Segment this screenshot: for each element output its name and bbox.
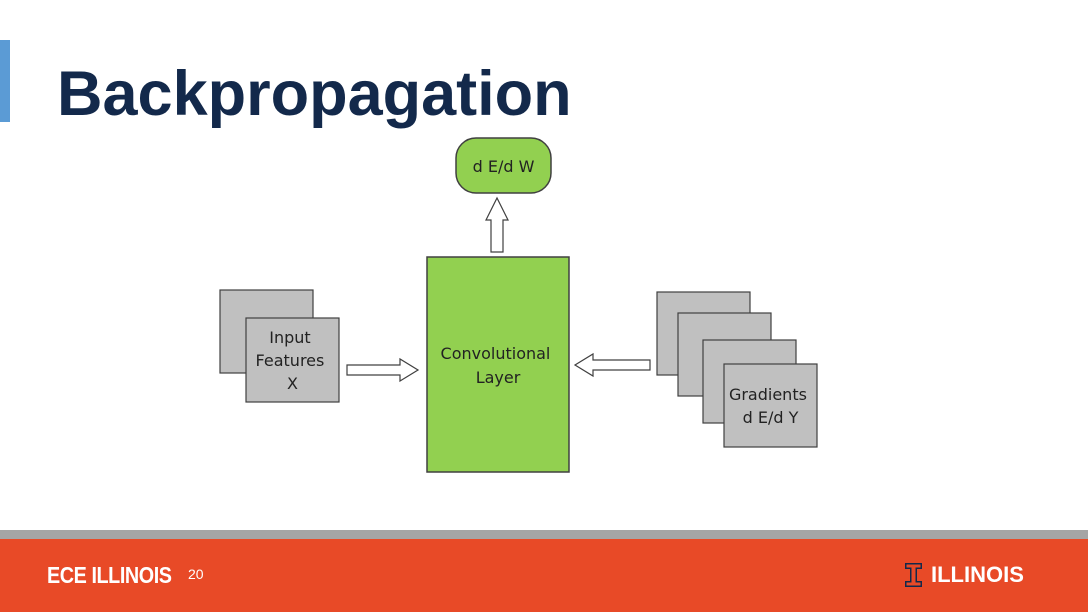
footer-divider <box>0 530 1088 539</box>
convolutional-layer-label-line1: Convolutional <box>441 344 551 363</box>
title-accent-bar <box>0 40 10 122</box>
gradient-card-front <box>723 363 818 448</box>
input-features-label-line1: Input <box>269 328 310 347</box>
backprop-diagram: d E/d W Convolutional Layer Input Featur… <box>219 137 818 473</box>
convolutional-layer-node <box>426 256 570 473</box>
gradients-label: Gradients d E/d Y <box>729 385 812 427</box>
input-features-label-line2: Features <box>256 351 325 370</box>
illinois-logo-text: ILLINOIS <box>931 562 1024 587</box>
convolutional-layer-label-line2: Layer <box>476 368 521 387</box>
page-number: 20 <box>188 566 204 582</box>
illinois-logo: ILLINOIS <box>905 561 1024 589</box>
input-card-front <box>245 317 340 403</box>
ece-illinois-logo: ECE ILLINOIS <box>47 562 172 588</box>
footer-bar: ECE ILLINOIS 20 ILLINOIS <box>0 539 1088 612</box>
output-node <box>455 137 552 194</box>
gradients-label-line2: d E/d Y <box>743 408 799 427</box>
arrow-up-to-output <box>485 196 509 253</box>
slide-title: Backpropagation <box>57 59 572 129</box>
gradients-label-line1: Gradients <box>729 385 807 404</box>
output-node-label: d E/d W <box>473 157 535 176</box>
arrow-input-to-layer <box>346 357 420 383</box>
input-features-label: Input Features X <box>256 328 330 393</box>
arrow-gradients-to-layer <box>573 352 651 378</box>
convolutional-layer-label: Convolutional Layer <box>441 344 556 387</box>
block-i-icon <box>905 563 922 587</box>
input-features-label-line3: X <box>287 374 298 393</box>
